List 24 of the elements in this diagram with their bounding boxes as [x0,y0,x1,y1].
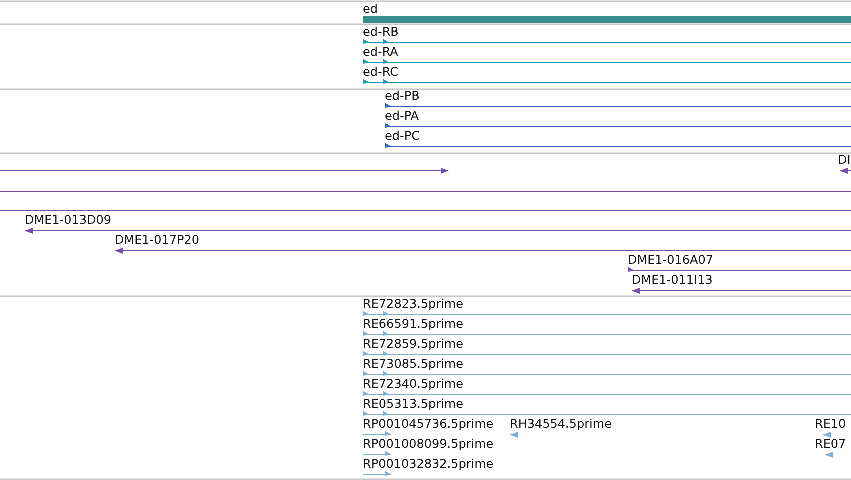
feature-label: ed-PB [385,89,420,103]
feature-label: ed-PC [385,129,420,143]
feature-label: DME1-013D09 [25,213,112,227]
feature-label: RH34554.5prime [510,417,612,431]
feature-label: DME1-016A07 [628,253,714,267]
feature-label: DI [838,153,851,167]
feature-label: RE72340.5prime [363,377,464,391]
feature-label: DME1-011I13 [632,273,713,287]
feature-label: RE72859.5prime [363,337,464,351]
feature-label: RE73085.5prime [363,357,464,371]
feature-label: RE66591.5prime [363,317,464,331]
feature-label: ed [363,2,378,16]
feature-label: ed-PA [385,109,420,123]
feature-label: RP001008099.5prime [363,437,494,451]
feature-label: DME1-017P20 [115,233,200,247]
feature-label: ed-RB [363,25,399,39]
feature-label: RE05313.5prime [363,397,464,411]
feature-label: RP001032832.5prime [363,457,494,471]
feature-label: RE72823.5prime [363,297,464,311]
feature-label: ed-RA [363,45,398,59]
feature-label: RE07 [815,437,846,451]
feature-label: RP001045736.5prime [363,417,494,431]
feature-label: ed-RC [363,65,398,79]
feature-label: RE10 [815,417,846,431]
